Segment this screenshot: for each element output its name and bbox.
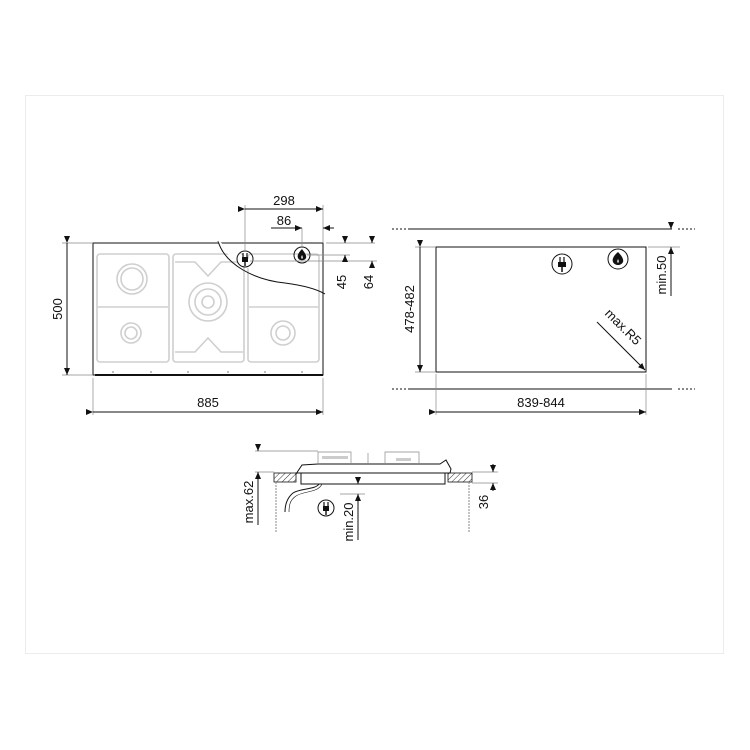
- grate-right: [247, 253, 320, 363]
- gas-flame-icon: [607, 248, 629, 270]
- grate-center: [172, 253, 245, 363]
- dim-below-clearance: min.20: [341, 502, 356, 541]
- dim-width: 885: [197, 395, 219, 410]
- electric-plug-icon: [317, 499, 335, 517]
- grate-left: [96, 253, 170, 363]
- dim-cutout-width: 839-844: [517, 395, 565, 410]
- dim-total-height: max.62: [241, 481, 256, 524]
- dim-depth: 500: [50, 298, 65, 320]
- dim-plug-vertical: 64: [361, 275, 376, 289]
- dim-back-clearance: min.50: [654, 255, 669, 294]
- electric-plug-icon: [551, 253, 573, 275]
- dim-corner-radius: max.R5: [602, 306, 644, 348]
- dim-gas-offset: 86: [277, 213, 291, 228]
- side-view: max.62 min.20 36: [241, 444, 498, 542]
- dim-cutout-depth: 478-482: [402, 285, 417, 333]
- cutout-view: min.50 max.R5 478-482 839-844: [392, 222, 695, 415]
- dim-gas-vertical: 45: [334, 275, 349, 289]
- dim-plug-offset: 298: [273, 193, 295, 208]
- drawing-frame: [25, 95, 724, 654]
- dim-worktop-thickness: 36: [476, 495, 491, 509]
- hob-top-view: 298 86 45 64 500 885: [50, 193, 377, 415]
